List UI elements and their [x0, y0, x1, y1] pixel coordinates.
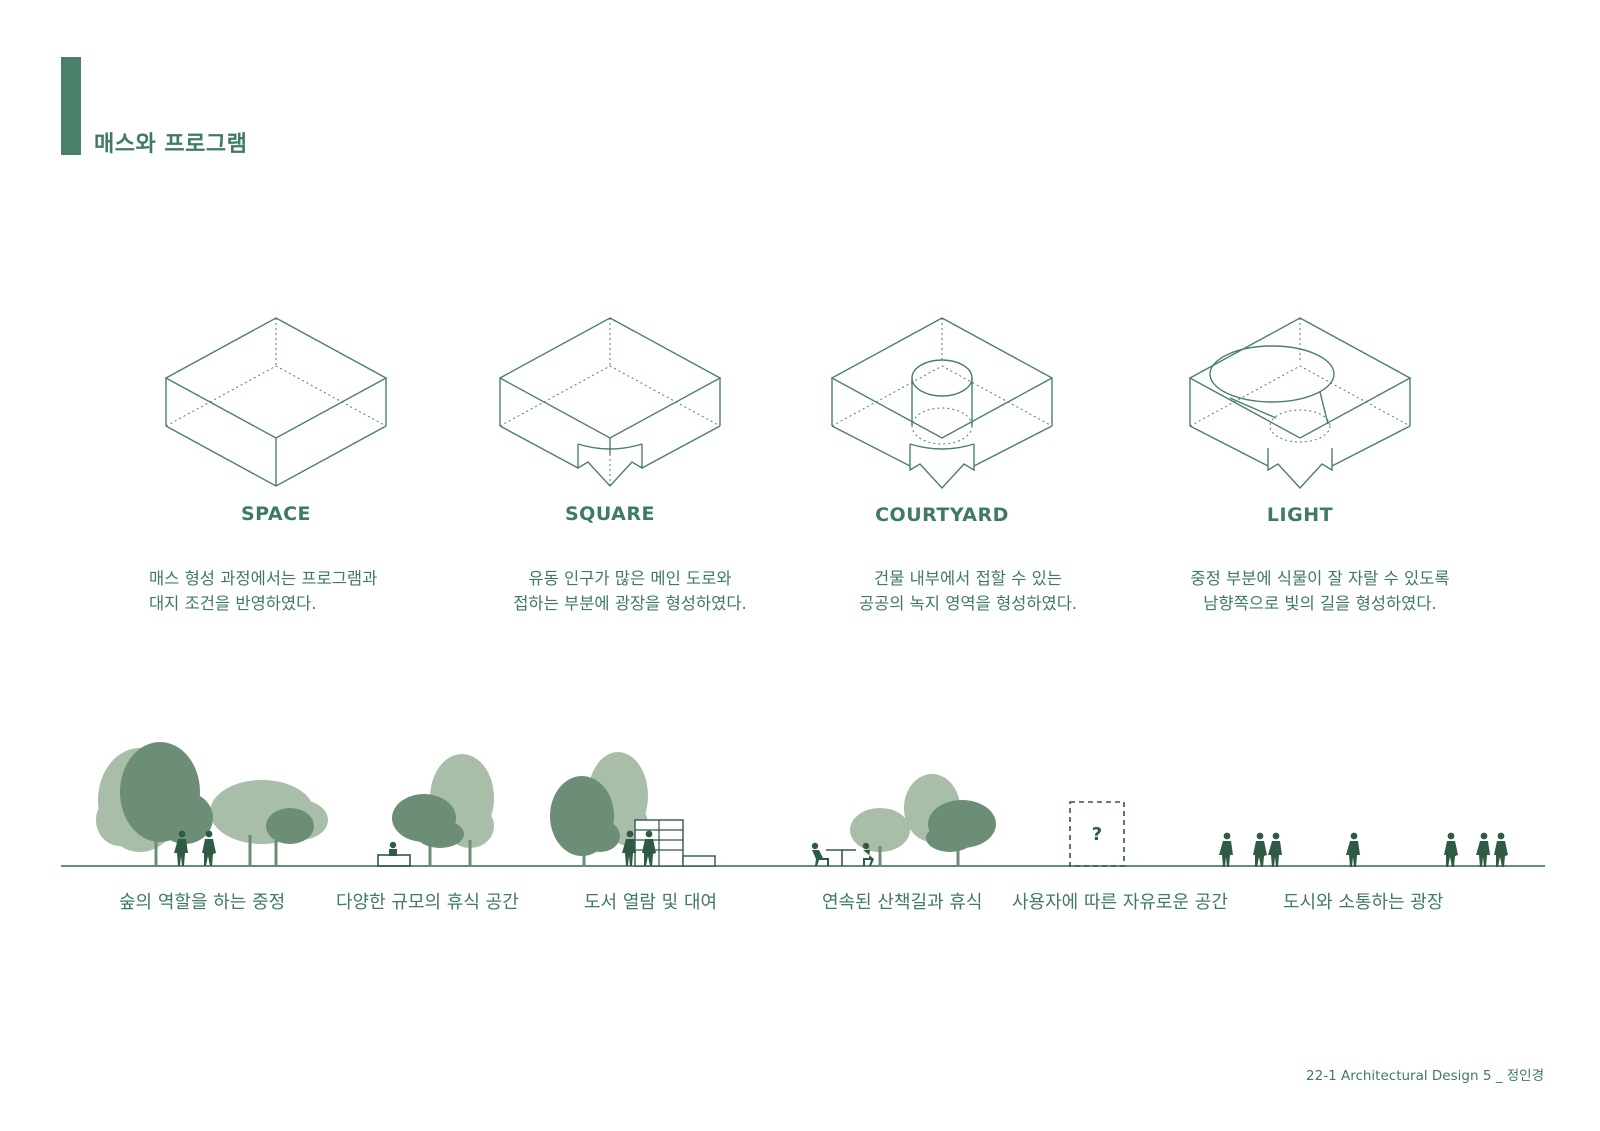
title-accent-bar — [61, 57, 81, 155]
scene-1-trees — [96, 742, 328, 866]
concept-label-courtyard: COURTYARD — [875, 504, 1009, 526]
square-box-diagram — [498, 317, 722, 488]
space-box-diagram — [164, 317, 388, 487]
concept-label-space: SPACE — [241, 503, 311, 525]
scene-label-walkway: 연속된 산책길과 휴식 — [822, 892, 983, 913]
concept-desc-square: 유동 인구가 많은 메인 도로와 접하는 부분에 광장을 형성하였다. — [470, 566, 790, 616]
unknown-box-mark: ? — [1092, 824, 1102, 845]
scene-3-trees-building — [550, 752, 716, 867]
page-footer: 22-1 Architectural Design 5 _ 정인경 — [1306, 1068, 1544, 1084]
page-title: 매스와 프로그램 — [94, 132, 248, 157]
concept-desc-line: 대지 조건을 반영하였다. — [149, 594, 317, 613]
scene-label-forest-courtyard: 숲의 역할을 하는 중정 — [119, 892, 286, 913]
concept-desc-courtyard: 건물 내부에서 접할 수 있는 공공의 녹지 영역을 형성하였다. — [808, 566, 1128, 616]
concept-desc-line: 공공의 녹지 영역을 형성하였다. — [858, 594, 1078, 613]
courtyard-box-diagram — [830, 317, 1054, 490]
concept-desc-line: 남향쪽으로 빛의 길을 형성하였다. — [1203, 594, 1437, 613]
concept-desc-line: 건물 내부에서 접할 수 있는 — [874, 569, 1062, 588]
concept-label-light: LIGHT — [1266, 504, 1334, 526]
concept-label-square: SQUARE — [565, 503, 655, 525]
concept-desc-space: 매스 형성 과정에서는 프로그램과 대지 조건을 반영하였다. — [149, 566, 469, 616]
scene-label-free-space: 사용자에 따른 자유로운 공간 — [1012, 892, 1228, 913]
concept-desc-light: 중정 부분에 식물이 잘 자랄 수 있도록 남향쪽으로 빛의 길을 형성하였다. — [1150, 566, 1490, 616]
scene-label-plaza: 도시와 소통하는 광장 — [1283, 892, 1444, 913]
scene-2-trees — [377, 754, 494, 867]
scene-6-walkers — [1219, 832, 1508, 867]
scene-4-trees-seating — [811, 774, 996, 866]
light-box-diagram — [1188, 317, 1412, 490]
concept-desc-line: 중정 부분에 식물이 잘 자랄 수 있도록 — [1190, 569, 1450, 588]
scene-label-rest-space: 다양한 규모의 휴식 공간 — [336, 892, 519, 913]
concept-desc-line: 접하는 부분에 광장을 형성하였다. — [513, 594, 747, 613]
scene-5-unknown-box — [1069, 801, 1125, 867]
concept-desc-line: 유동 인구가 많은 메인 도로와 — [528, 569, 732, 588]
scene-label-library: 도서 열람 및 대여 — [584, 892, 718, 913]
concept-desc-line: 매스 형성 과정에서는 프로그램과 — [149, 569, 378, 588]
